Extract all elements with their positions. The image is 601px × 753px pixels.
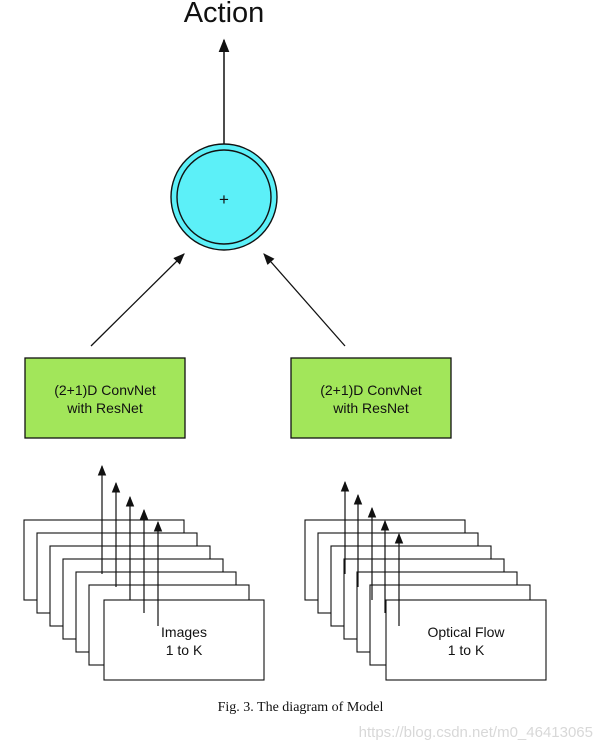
right-input-line1: Optical Flow	[427, 624, 505, 640]
fusion-symbol: +	[219, 190, 229, 209]
fusion-circle-inner	[176, 149, 272, 245]
left-frame-stack: Images 1 to K	[23, 464, 265, 681]
left-input-line2: 1 to K	[166, 642, 203, 658]
right-input-line2: 1 to K	[448, 642, 485, 658]
left-net-box: (2+1)D ConvNet with ResNet	[24, 357, 186, 439]
right-net-line2: with ResNet	[332, 400, 409, 416]
watermark-url: https://blog.csdn.net/m0_46413065	[358, 724, 593, 741]
output-label: Action	[184, 0, 265, 29]
figure-caption: Fig. 3. The diagram of Model	[217, 700, 384, 715]
left-net-line1: (2+1)D ConvNet	[54, 382, 156, 398]
left-fusion-arrow	[90, 253, 185, 347]
right-net-box: (2+1)D ConvNet with ResNet	[290, 357, 452, 439]
fusion-node: +	[170, 143, 278, 251]
left-net-line2: with ResNet	[66, 400, 143, 416]
fusion-circle-outer	[170, 143, 278, 251]
model-diagram: Action + (2+1)D ConvNet with ResNet (2+1…	[23, 0, 547, 681]
left-input-line1: Images	[161, 624, 207, 640]
frame-front	[103, 599, 265, 681]
right-net-line1: (2+1)D ConvNet	[320, 382, 422, 398]
frame-front	[385, 599, 547, 681]
right-fusion-arrow	[263, 253, 346, 347]
right-frame-stack: Optical Flow 1 to K	[304, 480, 547, 681]
